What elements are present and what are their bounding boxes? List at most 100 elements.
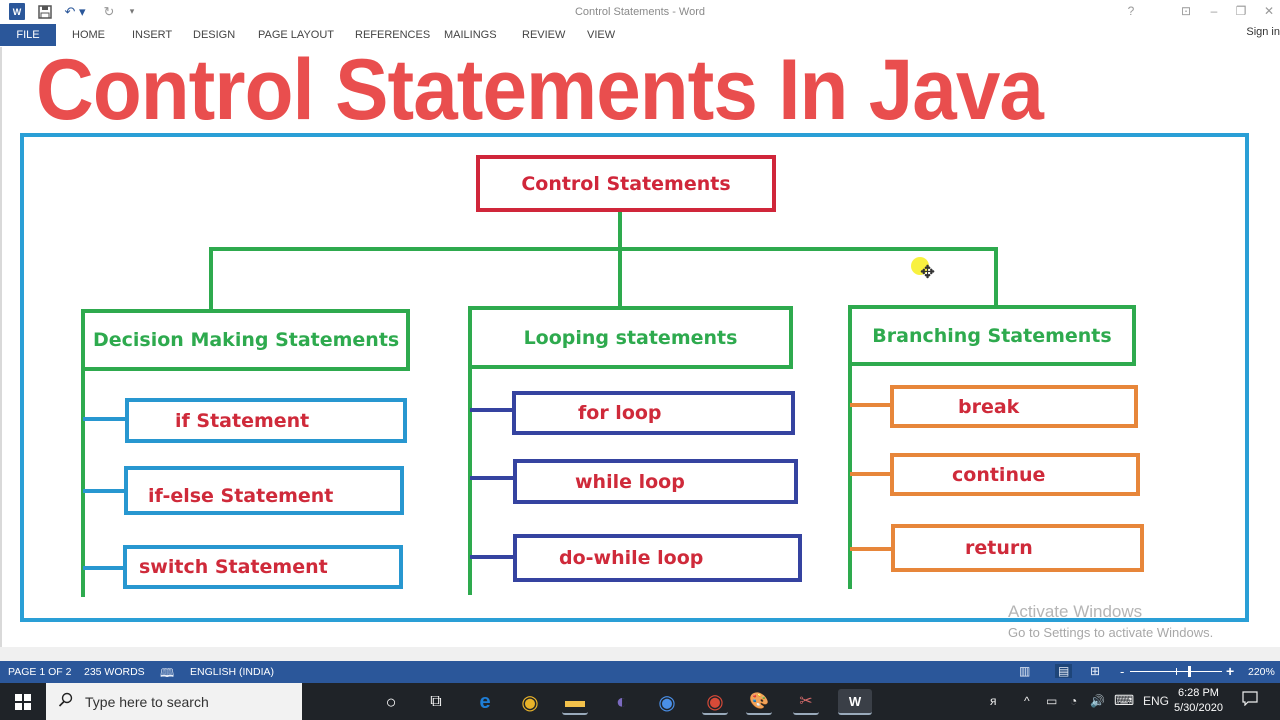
tab-page-layout[interactable]: PAGE LAYOUT: [258, 29, 335, 41]
snipping-tool-icon[interactable]: ✂: [793, 689, 819, 715]
item-return[interactable]: return: [891, 524, 1144, 572]
ribbon-tabs: FILE HOME INSERT DESIGN PAGE LAYOUT REFE…: [0, 24, 1280, 47]
undo-icon[interactable]: ↶ ▾: [64, 3, 86, 19]
continue-connector: [850, 472, 892, 476]
horizontal-connector: [209, 247, 998, 251]
start-button[interactable]: [0, 683, 46, 720]
tab-home[interactable]: HOME: [72, 29, 105, 41]
zoom-slider-thumb[interactable]: [1188, 666, 1191, 677]
tab-insert[interactable]: INSERT: [132, 29, 173, 41]
minimize-icon[interactable]: –: [1210, 4, 1218, 18]
watermark-subtitle: Go to Settings to activate Windows.: [1008, 625, 1214, 640]
item-label: switch Statement: [139, 556, 328, 578]
item-while-loop[interactable]: while loop: [513, 459, 798, 504]
tab-review[interactable]: REVIEW: [522, 29, 566, 41]
clock-date: 5/30/2020: [1174, 702, 1223, 714]
tab-design[interactable]: DESIGN: [193, 29, 236, 41]
cursor-highlight: [911, 257, 929, 275]
window-title: Control Statements - Word: [574, 6, 705, 18]
edge-icon[interactable]: e: [479, 690, 491, 713]
item-do-while-loop[interactable]: do-while loop: [513, 534, 802, 582]
tab-view[interactable]: VIEW: [587, 29, 616, 41]
item-break[interactable]: break: [890, 385, 1138, 428]
sign-in-link[interactable]: Sign in: [1246, 26, 1280, 38]
tab-mailings[interactable]: MAILINGS: [444, 29, 497, 41]
tab-file[interactable]: FILE: [0, 24, 56, 46]
wifi-icon[interactable]: ◔: [1070, 694, 1078, 708]
category-looping[interactable]: Looping statements: [468, 306, 793, 369]
tab-references[interactable]: REFERENCES: [355, 29, 431, 41]
break-connector: [850, 403, 892, 407]
if-else-connector: [83, 489, 125, 493]
page-edge: [0, 47, 2, 647]
root-node[interactable]: Control Statements: [476, 155, 776, 212]
customize-toolbar-icon[interactable]: ▾: [129, 6, 135, 16]
chrome-gmail-icon[interactable]: ◉: [702, 689, 728, 715]
document-gap: [0, 647, 1280, 661]
page-count[interactable]: PAGE 1 OF 2: [8, 666, 72, 678]
word-count[interactable]: 235 WORDS: [84, 666, 145, 678]
item-label: continue: [952, 463, 1046, 486]
branching-connector: [994, 247, 998, 307]
zoom-level[interactable]: 220%: [1248, 666, 1275, 678]
category-decision-making[interactable]: Decision Making Statements: [81, 309, 410, 371]
people-icon[interactable]: ᴙ: [990, 694, 997, 708]
taskbar-search-box[interactable]: Type here to search: [46, 683, 302, 720]
item-label: return: [965, 537, 1033, 559]
clock[interactable]: 6:28 PM 5/30/2020: [1174, 686, 1223, 716]
zoom-slider-tick: [1176, 668, 1177, 675]
eclipse-icon[interactable]: ◐: [615, 690, 629, 713]
restore-icon[interactable]: ❐: [1235, 4, 1247, 18]
ribbon-display-icon[interactable]: ⊡: [1180, 4, 1192, 18]
print-layout-icon[interactable]: ▤: [1055, 664, 1073, 678]
item-label: do-while loop: [559, 547, 704, 569]
word-app-icon[interactable]: W: [9, 3, 25, 20]
touch-keyboard-icon[interactable]: ⌨: [1114, 692, 1135, 708]
file-explorer-icon[interactable]: ▬: [562, 689, 588, 715]
read-mode-icon[interactable]: ▥: [1019, 664, 1031, 678]
network-icon[interactable]: ▭: [1046, 694, 1058, 708]
decision-spine: [81, 367, 85, 597]
proofing-icon[interactable]: 🕮: [160, 666, 175, 680]
windows-logo-icon: [15, 693, 31, 710]
save-icon[interactable]: [37, 3, 52, 20]
clock-time: 6:28 PM: [1177, 687, 1219, 699]
language-indicator[interactable]: ENGLISH (INDIA): [190, 666, 275, 678]
item-if-statement[interactable]: if Statement: [125, 398, 407, 443]
activate-windows-watermark: Activate Windows Go to Settings to activ…: [1008, 602, 1214, 641]
category-label: Looping statements: [523, 326, 738, 349]
return-connector: [850, 547, 894, 551]
move-cursor-icon: ✥: [920, 262, 936, 282]
chrome-profile-icon[interactable]: ◉: [658, 691, 676, 714]
watermark-title: Activate Windows: [1008, 602, 1143, 621]
item-continue[interactable]: continue: [890, 453, 1140, 496]
redo-icon[interactable]: ↻: [103, 3, 115, 19]
input-language[interactable]: ENG: [1143, 694, 1170, 708]
word-taskbar-icon[interactable]: W: [838, 689, 872, 715]
item-label: if Statement: [175, 409, 310, 432]
close-icon[interactable]: ✕: [1263, 4, 1275, 18]
if-connector: [83, 417, 127, 421]
show-hidden-icons-chevron[interactable]: ^: [1024, 694, 1030, 708]
for-connector: [470, 408, 514, 412]
while-connector: [470, 476, 514, 480]
category-branching[interactable]: Branching Statements: [848, 305, 1136, 366]
zoom-out-button[interactable]: -: [1120, 664, 1125, 679]
item-switch-statement[interactable]: switch Statement: [123, 545, 403, 589]
help-icon[interactable]: ?: [1127, 4, 1135, 18]
chrome-icon[interactable]: ◉: [521, 691, 539, 714]
task-view-icon[interactable]: ⧉: [430, 693, 442, 710]
paint-icon[interactable]: 🎨: [746, 689, 772, 715]
cortana-icon[interactable]: ○: [385, 691, 397, 712]
document-canvas[interactable]: Control Statements In Java Control State…: [0, 47, 1280, 661]
item-label: while loop: [575, 470, 685, 493]
diagram-frame: [20, 133, 1249, 622]
zoom-in-button[interactable]: +: [1226, 663, 1235, 679]
document-heading: Control Statements In Java: [36, 42, 1044, 138]
volume-icon[interactable]: 🔊: [1090, 694, 1105, 708]
notification-center-icon[interactable]: [1242, 691, 1258, 710]
item-for-loop[interactable]: for loop: [512, 391, 795, 435]
web-layout-icon[interactable]: ⊞: [1090, 664, 1101, 678]
item-label: break: [958, 395, 1020, 418]
item-if-else-statement[interactable]: if-else Statement: [124, 466, 404, 515]
